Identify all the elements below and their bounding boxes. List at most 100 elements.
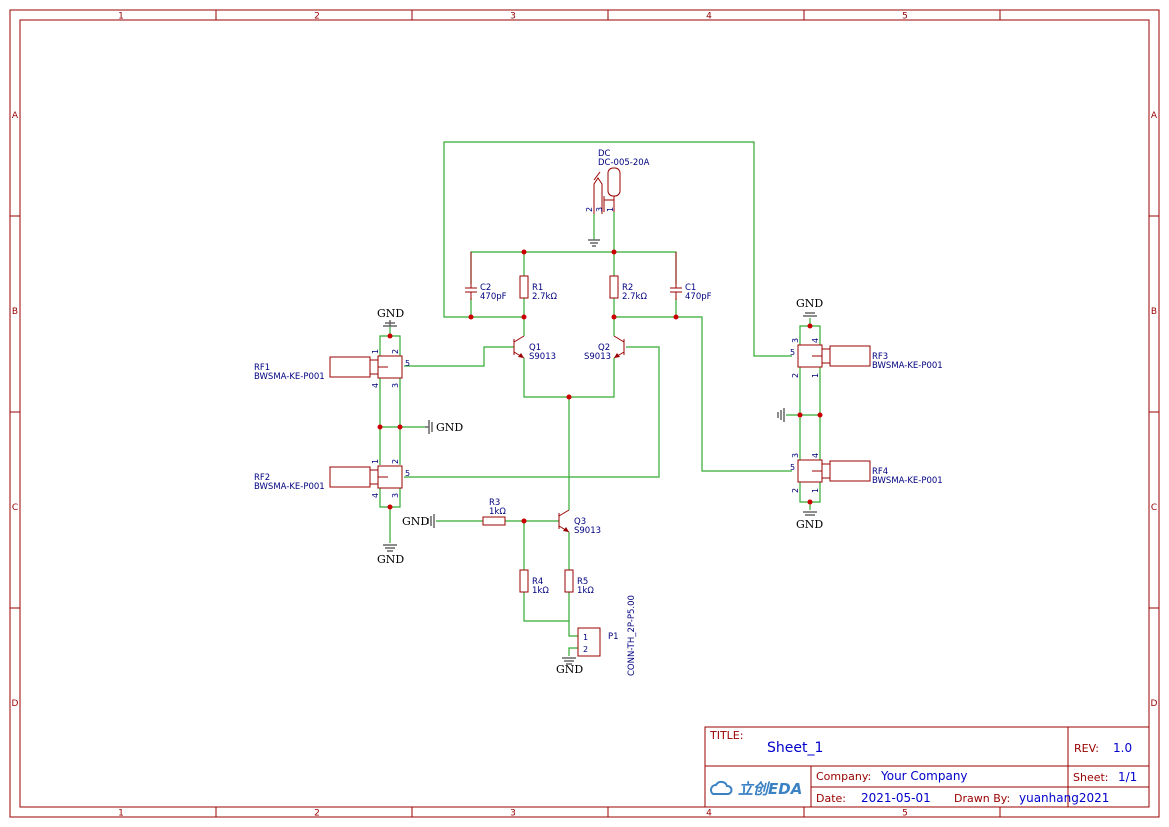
company-value: Your Company — [880, 769, 968, 783]
ground-symbol: GND — [402, 514, 435, 528]
row-label: A — [12, 111, 19, 121]
pin-number: 4 — [371, 383, 380, 388]
ground-symbol: GND — [556, 657, 583, 676]
sma-value: BWSMA-KE-P001 — [254, 372, 325, 382]
row-label: B — [12, 307, 18, 317]
sma-ref: RF1 — [254, 363, 270, 373]
column-label: 2 — [314, 12, 320, 22]
pin-number: 1 — [371, 459, 380, 464]
gnd-label: GND — [796, 297, 823, 310]
gnd-label: GND — [436, 421, 463, 434]
dc-jack-value: DC-005-20A — [598, 158, 650, 168]
resistor-r5[interactable]: R5 1kΩ — [564, 569, 594, 596]
pin-number: 2 — [585, 207, 594, 212]
transistor-q2[interactable]: Q2 S9013 — [584, 335, 625, 362]
row-label: C — [12, 503, 18, 513]
pin-number: 5 — [790, 348, 795, 357]
sma-connector-rf4[interactable]: RF4 BWSMA-KE-P001 3 4 2 1 5 — [790, 453, 943, 493]
junction-dot — [566, 394, 572, 400]
pin-number: 3 — [391, 383, 400, 388]
capacitor-c1[interactable]: C1 470pF — [670, 252, 712, 302]
resistor-value: 1kΩ — [577, 586, 594, 596]
junction-dot — [521, 314, 527, 320]
sheet-title: Sheet_1 — [767, 740, 823, 756]
pin-number: 3 — [595, 207, 604, 212]
rev-label: REV: — [1074, 742, 1099, 755]
resistor-r2[interactable]: R2 2.7kΩ — [609, 275, 647, 302]
transistor-value: S9013 — [584, 352, 611, 362]
wire — [568, 647, 578, 656]
resistor-ref: R3 — [489, 498, 500, 508]
transistor-value: S9013 — [529, 352, 556, 362]
column-label: 1 — [118, 12, 124, 22]
resistor-ref: R5 — [577, 577, 588, 587]
resistor-r1[interactable]: R1 2.7kΩ — [519, 275, 557, 302]
pin-number: 3 — [791, 453, 800, 458]
wire — [568, 592, 578, 637]
pin-number: 1 — [606, 207, 615, 212]
ground-symbol: GND — [377, 307, 404, 327]
sma-connector-rf2[interactable]: RF2 BWSMA-KE-P001 1 2 4 3 5 — [254, 459, 410, 498]
wire — [443, 141, 792, 357]
sma-value: BWSMA-KE-P001 — [872, 361, 943, 371]
connector-p1[interactable]: 1 2 P1 CONN-TH_2P-P5.00 — [577, 595, 637, 676]
dc-jack-ref: DC — [598, 149, 611, 159]
resistor-value: 1kΩ — [489, 507, 506, 517]
date-value: 2021-05-01 — [861, 791, 931, 805]
row-label: A — [1151, 111, 1158, 121]
cloud-icon — [710, 780, 733, 795]
pin-number: 2 — [791, 373, 800, 378]
connector-value: CONN-TH_2P-P5.00 — [627, 595, 637, 676]
drawn-by-value: yuanhang2021 — [1019, 791, 1109, 805]
gnd-label: GND — [796, 518, 823, 531]
dc-jack[interactable]: DC DC-005-20A 2 3 1 — [585, 149, 650, 214]
ground-symbol: GND — [796, 297, 823, 317]
capacitor-c2[interactable]: C2 470pF — [465, 252, 507, 302]
title-label: TITLE: — [709, 729, 743, 742]
pin-number: 5 — [790, 463, 795, 472]
column-label: 4 — [706, 12, 712, 22]
resistor-r3[interactable]: R3 1kΩ — [482, 498, 506, 526]
pin-number: 5 — [405, 469, 410, 478]
pin-number: 4 — [811, 338, 820, 343]
resistor-ref: R2 — [622, 283, 633, 293]
capacitor-value: 470pF — [685, 292, 712, 302]
junction-dot — [468, 314, 474, 320]
junction-dot — [611, 249, 617, 255]
drawn-by-label: Drawn By: — [954, 792, 1010, 805]
lceda-logo: 立创EDA — [710, 780, 802, 798]
pin-number: 5 — [405, 359, 410, 368]
column-label: 5 — [902, 12, 908, 22]
resistor-r4[interactable]: R4 1kΩ — [519, 569, 549, 596]
sma-ref: RF4 — [872, 467, 888, 477]
sheet-value: 1/1 — [1118, 770, 1137, 784]
column-label: 3 — [510, 12, 516, 22]
junction-dot — [521, 518, 527, 524]
junction-dot — [797, 412, 803, 418]
connector-ref: P1 — [608, 632, 619, 642]
transistor-q1[interactable]: Q1 S9013 — [513, 335, 556, 362]
wire — [404, 346, 514, 367]
transistor-ref: Q2 — [598, 343, 610, 353]
junction-dot — [673, 314, 679, 320]
ground-symbol — [777, 408, 785, 422]
sma-ref: RF2 — [254, 473, 270, 483]
ground-symbol: GND — [425, 420, 463, 434]
ground-symbol — [588, 239, 600, 247]
pin-number: 2 — [583, 645, 588, 654]
ground-symbol: GND — [796, 511, 823, 531]
resistor-ref: R4 — [532, 577, 543, 587]
title-block: TITLE: Sheet_1 REV: 1.0 立创EDA Company: Y… — [704, 726, 1150, 808]
junction-dot — [807, 499, 813, 505]
junction-dot — [817, 412, 823, 418]
pin-number: 1 — [371, 349, 380, 354]
pin-number: 1 — [811, 488, 820, 493]
row-label: C — [1151, 503, 1157, 513]
pin-number: 2 — [391, 349, 400, 354]
sma-connector-rf1[interactable]: RF1 BWSMA-KE-P001 1 2 4 3 5 — [254, 349, 410, 388]
transistor-q3[interactable]: Q3 S9013 — [558, 509, 601, 536]
sma-connector-rf3[interactable]: RF3 BWSMA-KE-P001 3 4 2 1 5 — [790, 338, 943, 378]
capacitor-ref: C1 — [685, 283, 696, 293]
resistor-value: 2.7kΩ — [622, 292, 647, 302]
capacitor-ref: C2 — [480, 283, 491, 293]
